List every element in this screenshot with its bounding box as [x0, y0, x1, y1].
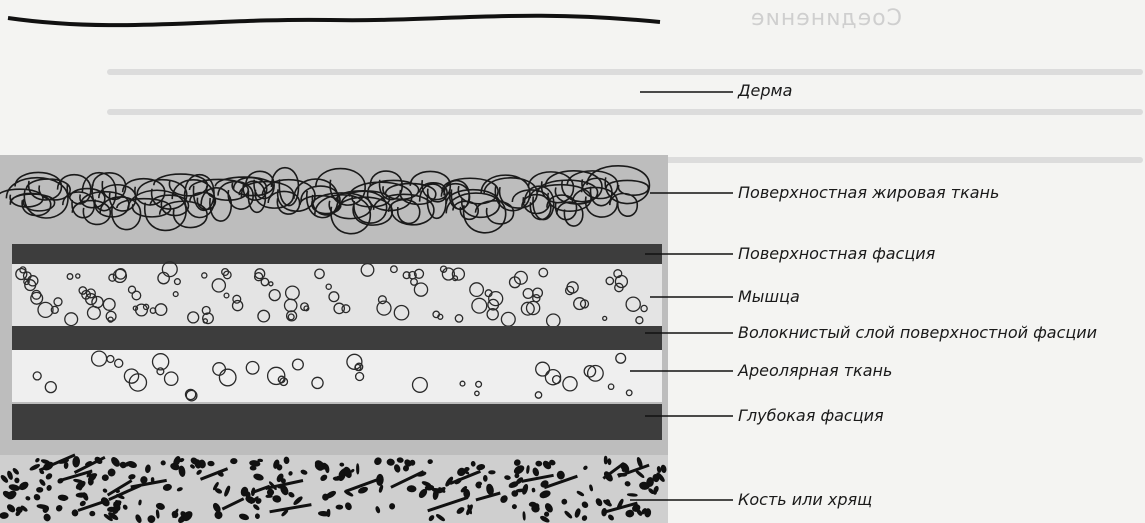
bone-speck — [266, 495, 272, 498]
bone-speck — [72, 509, 79, 516]
bone-speck — [145, 465, 151, 473]
bone-speck — [504, 475, 510, 480]
bone-speck — [284, 457, 289, 464]
bone-speck — [107, 507, 115, 512]
label-muscle: Мышца — [738, 287, 800, 307]
deep-fascia-band — [12, 404, 662, 440]
bone-speck — [161, 461, 166, 465]
bone-speck — [536, 461, 542, 466]
bone-speck — [357, 464, 359, 474]
bone-speck — [102, 475, 108, 481]
bone-speck — [327, 509, 330, 516]
bone-speck — [322, 494, 328, 501]
bone-speck — [64, 462, 68, 468]
bone-speck — [529, 502, 536, 506]
bone-speck — [544, 512, 549, 517]
bone-speck — [644, 508, 651, 517]
bone-speck — [428, 459, 433, 463]
bone-speck — [390, 504, 395, 509]
bone-speck — [0, 512, 8, 518]
bone-speck — [73, 456, 80, 467]
fibrous-layer-band — [12, 326, 662, 350]
bone-speck — [387, 459, 395, 466]
label-superficial-fat: Поверхностная жировая ткань — [738, 183, 999, 203]
bone-speck — [425, 485, 434, 490]
label-bone-or-cartilage: Кость или хрящ — [738, 490, 872, 510]
dermis-wavy-line — [8, 16, 660, 25]
bleed-through-lines — [20, 72, 1140, 160]
areolar-band — [12, 350, 662, 402]
bone-speck — [608, 459, 611, 465]
bone-speck — [410, 460, 415, 465]
bone-speck — [516, 489, 524, 492]
bone-speck — [37, 487, 43, 492]
bone-speck — [138, 500, 141, 505]
bone-speck — [281, 479, 285, 483]
bone-speck — [626, 510, 635, 518]
bone-speck — [532, 488, 535, 492]
bone-speck — [464, 467, 469, 471]
bone-speck — [90, 511, 95, 516]
bone-speck — [407, 486, 416, 492]
label-superficial-fascia: Поверхностная фасция — [738, 244, 935, 264]
bone-speck — [397, 458, 403, 463]
bone-speck — [336, 505, 343, 509]
bone-speck — [523, 512, 526, 521]
bone-speck — [471, 461, 475, 466]
bone-speck — [255, 514, 260, 519]
bone-speck — [483, 475, 487, 481]
bone-speck — [15, 478, 20, 483]
bone-speck — [340, 463, 344, 467]
bone-speck — [250, 466, 256, 470]
bone-speck — [489, 471, 495, 474]
label-dermis: Дерма — [738, 81, 792, 101]
bone-speck — [604, 456, 607, 464]
label-deep-fascia: Глубокая фасция — [738, 406, 884, 426]
bone-speck — [208, 461, 215, 466]
bone-speck — [78, 483, 82, 491]
bone-speck — [653, 491, 657, 495]
bone-speck — [267, 489, 273, 495]
label-areolar-tissue: Ареолярная ткань — [738, 361, 892, 381]
label-fibrous-layer: Волокнистый слой поверхностной фасции — [738, 323, 1097, 343]
bone-speck — [230, 458, 237, 463]
superficial-fascia-band — [12, 244, 662, 264]
